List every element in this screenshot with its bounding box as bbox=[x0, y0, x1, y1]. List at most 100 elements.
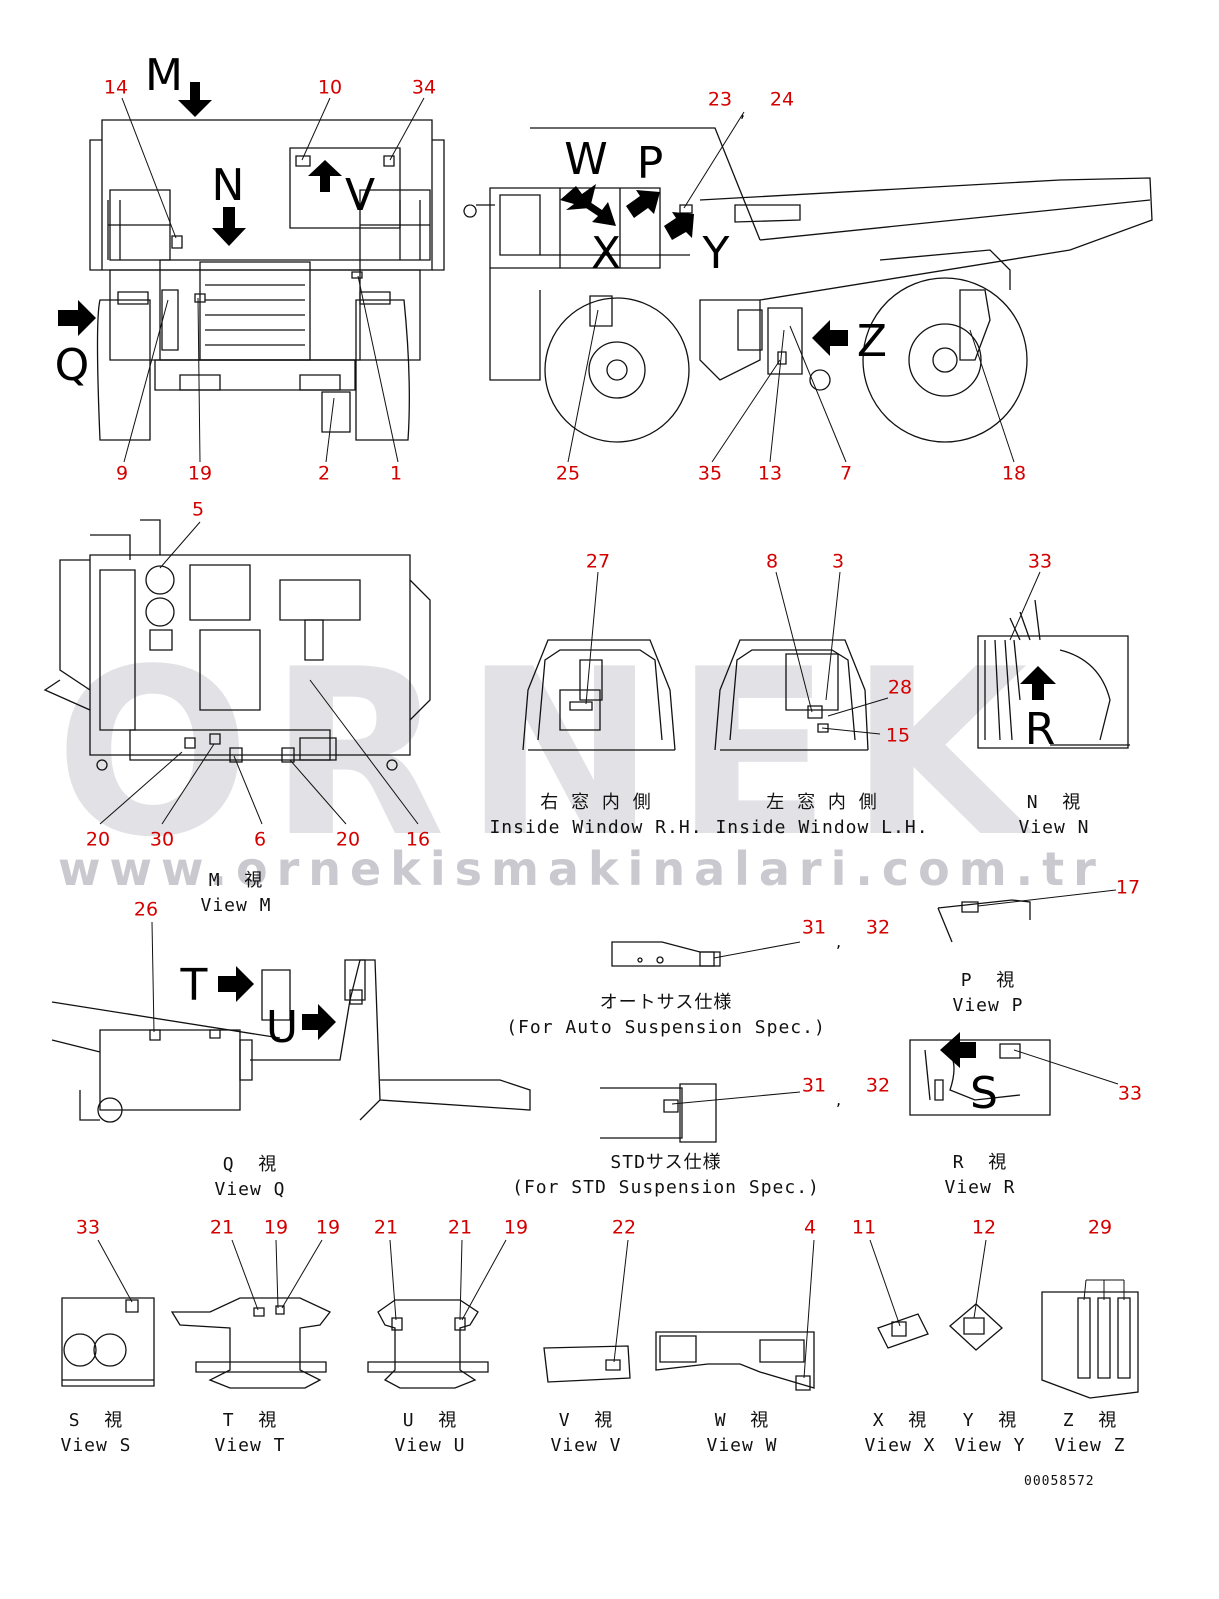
view-z-drawing bbox=[1042, 1292, 1138, 1398]
part-number: 1 bbox=[389, 462, 403, 485]
part-number: 32 bbox=[865, 1074, 891, 1097]
direction-letter-z: Z bbox=[856, 316, 888, 367]
part-number: 28 bbox=[887, 676, 913, 699]
direction-letter-y: Y bbox=[702, 228, 730, 279]
inside-window-lh-drawing bbox=[715, 640, 868, 750]
arrow-v bbox=[308, 160, 342, 192]
arrow-m bbox=[178, 82, 212, 117]
arrow-q bbox=[58, 300, 96, 336]
part-number: 10 bbox=[317, 76, 343, 99]
direction-letter-t: T bbox=[180, 960, 208, 1011]
inside-window-rh-drawing bbox=[523, 640, 675, 750]
front-view-drawing bbox=[90, 120, 444, 440]
direction-letter-w: W bbox=[564, 134, 608, 185]
part-number: 19 bbox=[315, 1216, 341, 1239]
part-number: 5 bbox=[191, 498, 205, 521]
direction-letter-s: S bbox=[970, 1068, 998, 1119]
part-number: 31 bbox=[801, 1074, 827, 1097]
part-number: 7 bbox=[839, 462, 853, 485]
direction-letter-p: P bbox=[636, 138, 664, 189]
arrow-p bbox=[626, 190, 660, 218]
separator-comma: , bbox=[740, 102, 746, 121]
view-u-drawing bbox=[368, 1300, 488, 1388]
arrow-r bbox=[1020, 666, 1056, 700]
part-number: 22 bbox=[611, 1216, 637, 1239]
view-t-drawing bbox=[172, 1298, 330, 1388]
part-number: 21 bbox=[209, 1216, 235, 1239]
part-number: 18 bbox=[1001, 462, 1027, 485]
part-number: 13 bbox=[757, 462, 783, 485]
part-number: 19 bbox=[503, 1216, 529, 1239]
direction-letter-u: U bbox=[265, 1002, 299, 1053]
part-number: 21 bbox=[373, 1216, 399, 1239]
part-number: 33 bbox=[75, 1216, 101, 1239]
part-number: 12 bbox=[971, 1216, 997, 1239]
part-number: 23 bbox=[707, 88, 733, 111]
arrow-u bbox=[302, 1004, 336, 1040]
part-number: 3 bbox=[831, 550, 845, 573]
part-number: 29 bbox=[1087, 1216, 1113, 1239]
arrow-t bbox=[218, 966, 254, 1002]
view-y-drawing bbox=[950, 1304, 1002, 1350]
part-number: 33 bbox=[1117, 1082, 1143, 1105]
direction-letter-r: R bbox=[1024, 704, 1056, 755]
part-number: 24 bbox=[769, 88, 795, 111]
view-p-drawing bbox=[938, 900, 1030, 942]
arrow-x bbox=[586, 202, 616, 226]
arrow-w bbox=[560, 184, 596, 210]
view-r-drawing bbox=[910, 1040, 1050, 1115]
part-number: 30 bbox=[149, 828, 175, 851]
arrow-s bbox=[940, 1032, 976, 1068]
part-number: 11 bbox=[851, 1216, 877, 1239]
direction-letter-n: N bbox=[211, 160, 245, 211]
part-number: 20 bbox=[85, 828, 111, 851]
part-number: 21 bbox=[447, 1216, 473, 1239]
direction-letter-x: X bbox=[590, 228, 622, 279]
separator-comma: , bbox=[836, 1090, 842, 1109]
leader-lines bbox=[98, 98, 1124, 1378]
direction-letter-v: V bbox=[344, 170, 376, 221]
part-number: 33 bbox=[1027, 550, 1053, 573]
part-number: 2 bbox=[317, 462, 331, 485]
part-number: 6 bbox=[253, 828, 267, 851]
arrow-y bbox=[664, 212, 694, 240]
arrow-z bbox=[812, 320, 848, 356]
part-number: 19 bbox=[263, 1216, 289, 1239]
part-number: 9 bbox=[115, 462, 129, 485]
part-number: 31 bbox=[801, 916, 827, 939]
label-auto-suspension: オートサス仕様(For Auto Suspension Spec.) bbox=[506, 992, 826, 1038]
separator-comma: , bbox=[836, 932, 842, 951]
part-number: 14 bbox=[103, 76, 129, 99]
direction-letter-q: Q bbox=[54, 340, 90, 391]
auto-suspension-drawing bbox=[612, 942, 720, 966]
view-q-drawing bbox=[52, 960, 530, 1122]
label-std-suspension: STDサス仕様(For STD Suspension Spec.) bbox=[512, 1152, 820, 1198]
part-number: 20 bbox=[335, 828, 361, 851]
side-view-drawing bbox=[464, 128, 1152, 442]
part-number: 8 bbox=[765, 550, 779, 573]
std-suspension-drawing bbox=[600, 1084, 716, 1142]
direction-arrows bbox=[58, 82, 1056, 1068]
drawing-number: 00058572 bbox=[1024, 1474, 1095, 1489]
part-number: 19 bbox=[187, 462, 213, 485]
part-number: 25 bbox=[555, 462, 581, 485]
view-v-drawing bbox=[544, 1346, 630, 1382]
part-number: 35 bbox=[697, 462, 723, 485]
part-number: 17 bbox=[1115, 876, 1141, 899]
